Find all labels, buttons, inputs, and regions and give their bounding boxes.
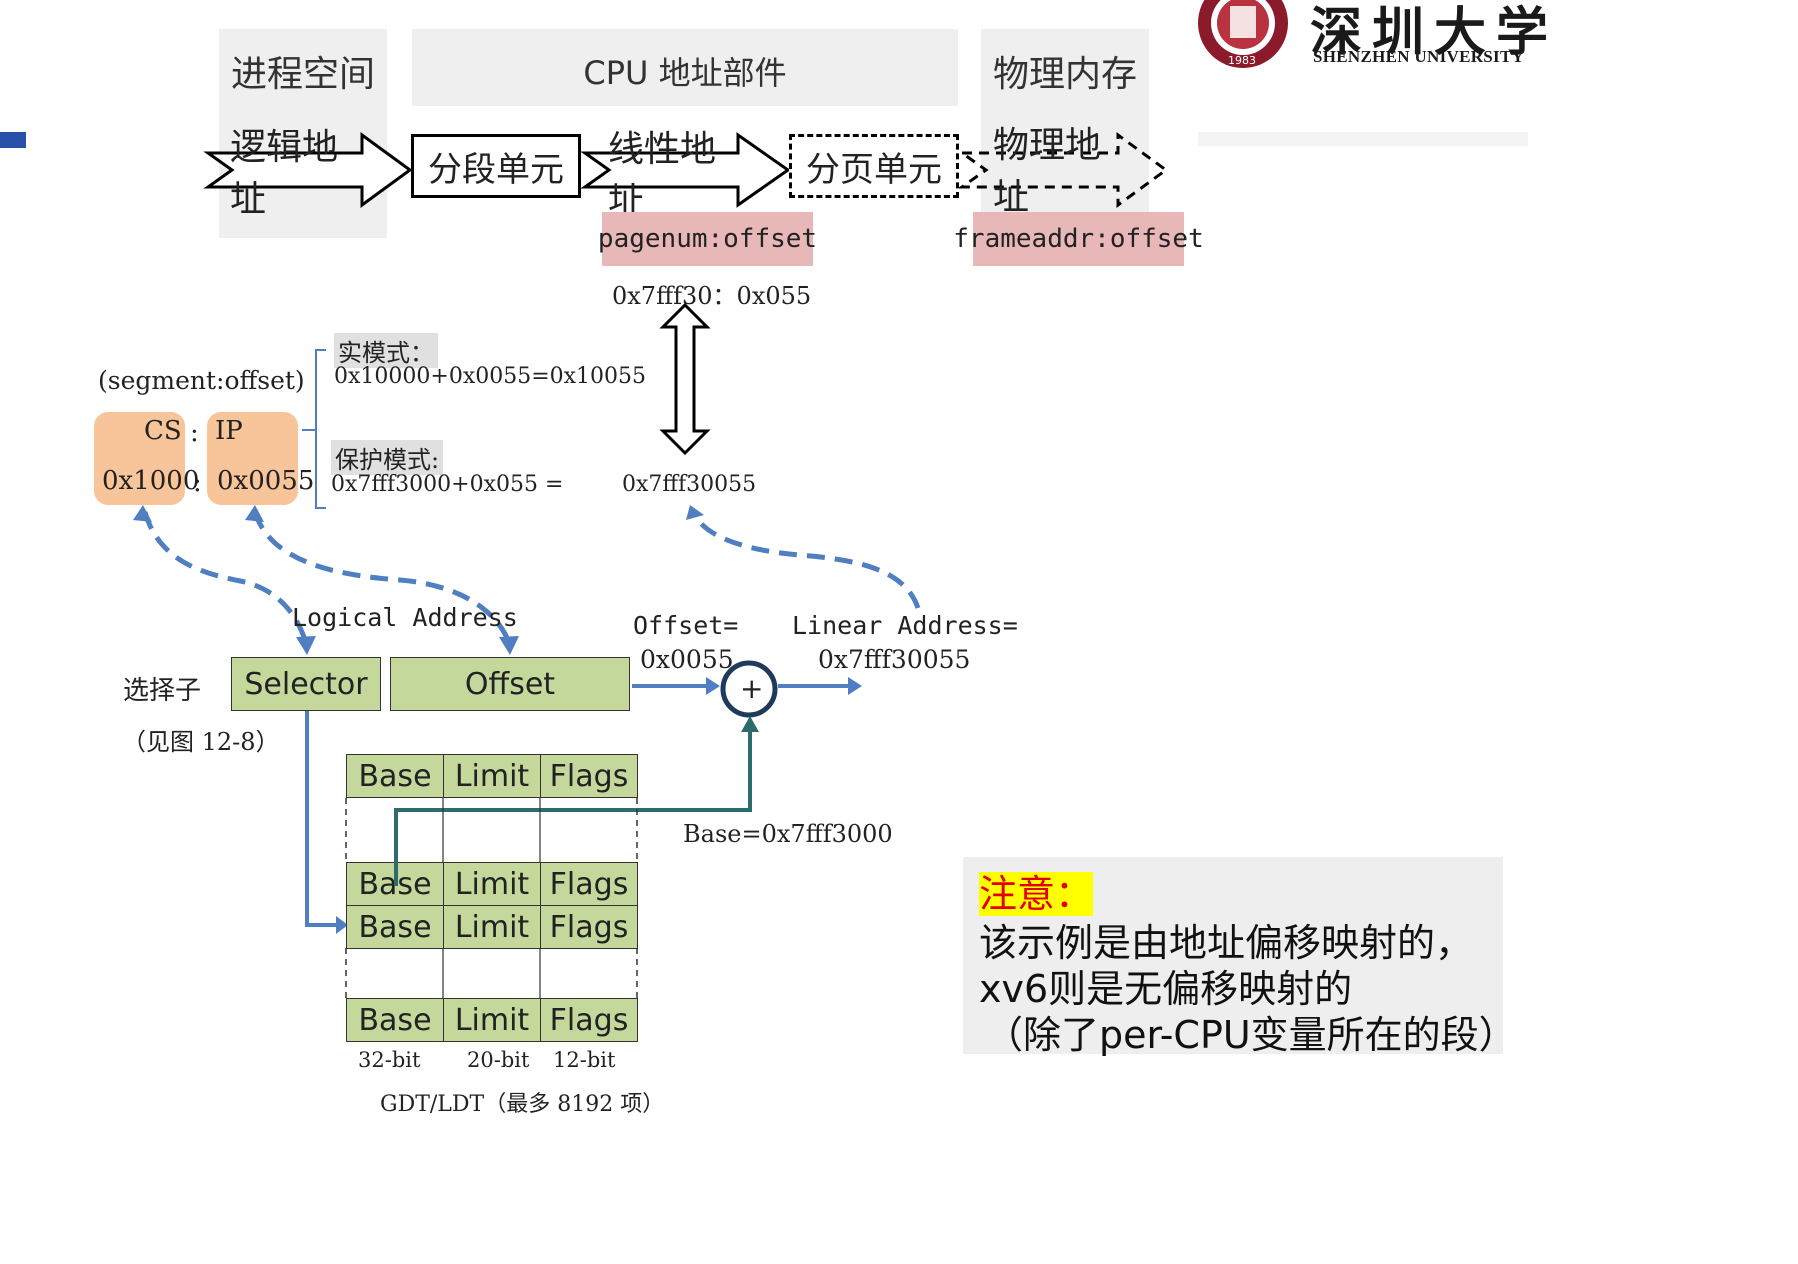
university-en-name: SHENZHEN UNIVERSITY: [1313, 47, 1525, 66]
row4-base: Base: [346, 998, 444, 1042]
protected-mode-result: 0x7fff30055: [622, 472, 757, 497]
row2-limit: Limit: [443, 862, 541, 906]
curve-cs: [142, 511, 308, 641]
ip-label: IP: [215, 416, 243, 446]
row3-flags: Flags: [540, 905, 638, 949]
physical-memory-header: 物理内存: [992, 54, 1137, 95]
bits-12: 12-bit: [553, 1048, 616, 1072]
ip-register: [207, 412, 298, 505]
colon-bottom: :: [193, 468, 202, 498]
double-arrow: [659, 302, 711, 456]
real-mode-label: 实模式：: [334, 333, 438, 368]
base-eq-label: Base=0x7fff3000: [683, 820, 893, 848]
row4-limit: Limit: [443, 998, 541, 1042]
bits-32: 32-bit: [358, 1048, 421, 1072]
selector-line: [305, 711, 336, 927]
note-title: 注意：: [979, 872, 1094, 916]
plus-sign: +: [740, 672, 764, 705]
bits-20: 20-bit: [467, 1048, 530, 1072]
protected-mode-calc: 0x7fff3000+0x055 =: [331, 472, 564, 497]
accent-bar: [0, 132, 26, 148]
cs-value: 0x1000: [102, 466, 200, 496]
frameaddr-offset-box: frameaddr:offset: [953, 212, 1204, 266]
colon-top: :: [190, 418, 199, 448]
pagenum-offset-box: pagenum:offset: [598, 212, 817, 266]
note-line1: 该示例是由地址偏移映射的，: [979, 921, 1474, 965]
linear-value: 0x7fff30055: [818, 645, 971, 674]
physical-address-arrow: [957, 132, 1169, 208]
row1-limit: Limit: [443, 754, 541, 798]
selector-cn-label: 选择子: [123, 676, 202, 706]
see-figure-label: （见图 12-8）: [122, 728, 280, 756]
offset-box: Offset: [390, 657, 630, 711]
segment-unit-box: 分段单元: [411, 134, 581, 198]
offset-eq-label: Offset=: [633, 611, 739, 640]
protected-mode-label: 保护模式:: [331, 440, 444, 475]
row4-flags: Flags: [540, 998, 638, 1042]
curve-ip: [252, 511, 511, 642]
offset-value: 0x0055: [640, 645, 734, 674]
cs-register: [94, 412, 185, 505]
note-line2: xv6则是无偏移映射的: [979, 967, 1353, 1011]
process-space-band: [219, 29, 387, 238]
right-faint-band: [1198, 132, 1528, 146]
logical-address-title: Logical Address: [292, 603, 518, 632]
ip-value: 0x0055: [217, 466, 315, 496]
note-box: 注意： 该示例是由地址偏移映射的， xv6则是无偏移映射的 （除了per-CPU…: [963, 857, 1517, 1057]
segment-offset-label: (segment:offset): [98, 366, 305, 395]
cs-label: CS: [144, 416, 182, 446]
linear-eq-label: Linear Address=: [792, 611, 1018, 640]
cpu-band: [412, 29, 958, 106]
row3-base: Base: [346, 905, 444, 949]
adder-circle: [720, 660, 778, 718]
curve-linear: [692, 513, 921, 609]
linear-address-arrow: [580, 132, 791, 208]
row2-flags: Flags: [540, 862, 638, 906]
note-line3: （除了per-CPU变量所在的段）: [985, 1013, 1517, 1057]
table-caption: GDT/LDT（最多 8192 项）: [380, 1092, 665, 1117]
university-cn-name: 深圳大学: [1310, 2, 1559, 63]
pagenum-value: 0x7fff30：0x055: [612, 282, 812, 310]
real-mode-calc: 0x10000+0x0055=0x10055: [334, 364, 647, 389]
process-space-header: 进程空间: [230, 54, 375, 95]
paging-unit-box: 分页单元: [789, 134, 959, 198]
selector-box: Selector: [231, 657, 381, 711]
seal-year: 1983: [1228, 54, 1256, 67]
mode-bracket: [302, 349, 326, 509]
logical-address-arrow: [203, 132, 413, 208]
row1-base: Base: [346, 754, 444, 798]
university-seal-icon: [1196, 0, 1290, 70]
row1-flags: Flags: [540, 754, 638, 798]
cpu-address-header: CPU 地址部件: [583, 54, 787, 92]
